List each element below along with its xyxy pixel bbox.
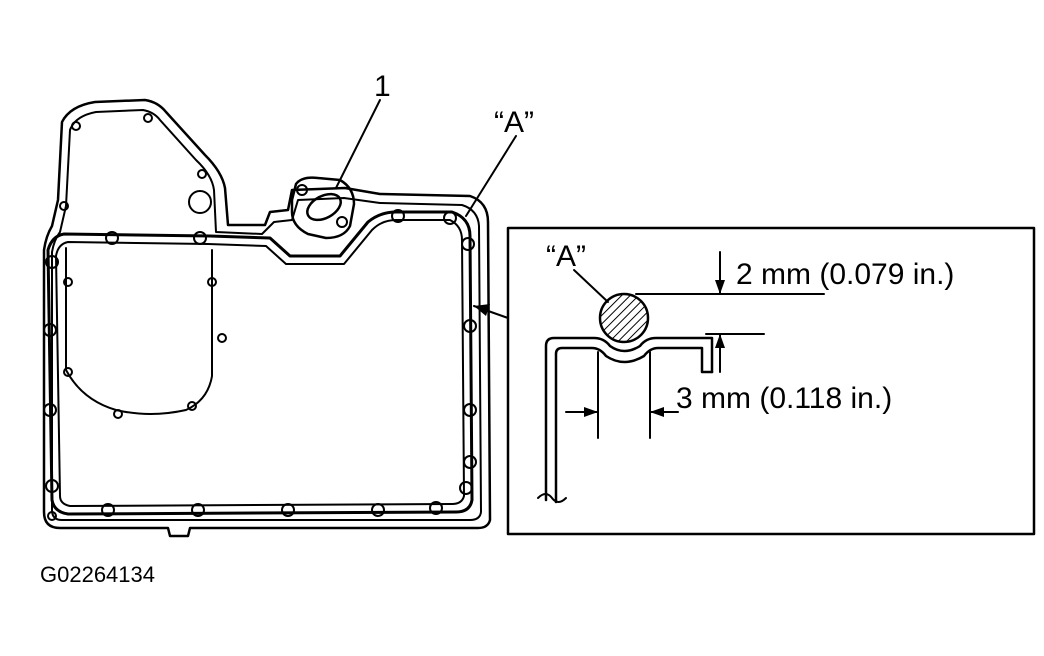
height-dimension-label: 2 mm (0.079 in.) xyxy=(736,258,954,291)
callout-a-leader xyxy=(465,135,517,217)
detail-a-section xyxy=(537,292,714,504)
figure-id: G02264134 xyxy=(40,562,155,587)
width-dimension xyxy=(565,351,679,439)
callout-1-leader xyxy=(335,99,381,189)
width-dimension-label: 3 mm (0.118 in.) xyxy=(676,382,892,415)
detail-a-box xyxy=(506,226,1036,536)
oil-pan-outline xyxy=(42,98,492,538)
callout-1-label: 1 xyxy=(374,70,391,103)
height-dimension xyxy=(635,251,825,373)
detail-a-label: “A” xyxy=(546,240,586,273)
callout-a-label: “A” xyxy=(494,106,534,139)
gasket-bead-section xyxy=(598,292,650,344)
detail-a-leader xyxy=(573,269,609,303)
detail-connector-arrow xyxy=(474,304,490,316)
